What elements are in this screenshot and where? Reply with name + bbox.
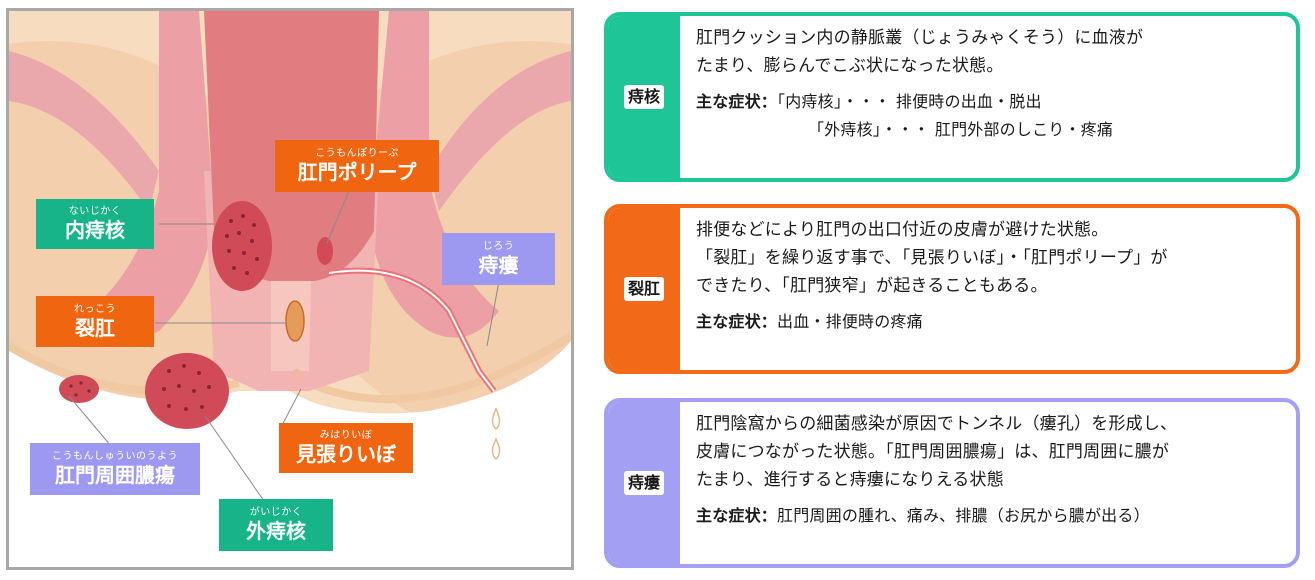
card-hemorrhoid: 痔核 肛門クッション内の静脈叢（じょうみゃくそう）に血液が たまり、膨らんでこぶ…: [604, 12, 1300, 182]
anatomy-illustration: ないじかく 内痔核 こうもんぽりーぷ 肛門ポリープ れっこう 裂肛 じろう 痔瘻…: [6, 8, 574, 570]
card-hemorrhoid-body: 肛門クッション内の静脈叢（じょうみゃくそう）に血液が たまり、膨らんでこぶ状にな…: [696, 24, 1286, 144]
symptom-label: 主な症状：: [696, 506, 778, 525]
external-hemorrhoid-dots: [162, 364, 211, 411]
right-levator-muscle: [369, 11, 499, 338]
card-anal-fissure-line: 排便などにより肛門の出口付近の皮膚が避けた状態。: [696, 220, 1109, 240]
pus-drop-1: [491, 407, 501, 430]
name-internal-hemorrhoid: 内痔核: [65, 218, 125, 242]
card-anal-fissure: 裂肛 排便などにより肛門の出口付近の皮膚が避けた状態。 「裂肛」を繰り返す事で、…: [604, 204, 1300, 374]
symptom-text: 「内痔核」・・・ 排便時の出血・脱出: [777, 92, 1042, 111]
symptom-text: 肛門周囲の腫れ、痛み、排膿（お尻から膿が出る）: [777, 506, 1150, 525]
card-anal-fissure-symptoms: 主な症状：出血・排便時の疼痛: [696, 308, 1286, 336]
perianal-abscess-shape: [59, 375, 99, 403]
anal-fissure-shape: [285, 300, 305, 342]
symptom-label: 主な症状：: [696, 312, 778, 331]
card-anal-fistula-tag: 痔瘻: [623, 471, 664, 495]
card-anal-fissure-tag: 裂肛: [623, 277, 664, 301]
label-external-hemorrhoid: がいじかく 外痔核: [219, 499, 333, 551]
name-anal-polyp: 肛門ポリープ: [297, 160, 417, 184]
external-hemorrhoid-shape: [145, 353, 229, 429]
left-pelvic-wall: [9, 51, 159, 211]
card-anal-fissure-body: 排便などにより肛門の出口付近の皮膚が避けた状態。 「裂肛」を繰り返す事で、「見張…: [696, 216, 1286, 336]
card-anal-fistula-body: 肛門陰窩からの細菌感染が原因でトンネル（瘻孔）を形成し、 皮膚につながった状態。…: [696, 410, 1286, 530]
card-anal-fistula-line: たまり、進行すると痔瘻になりえる状態: [696, 470, 1004, 490]
name-perianal-abscess: 肛門周囲膿瘍: [55, 463, 175, 487]
card-anal-fistula-symptoms: 主な症状：肛門周囲の腫れ、痛み、排膿（お尻から膿が出る）: [696, 502, 1286, 530]
name-anal-fistula: 痔瘻: [478, 253, 519, 277]
pus-drop-2: [491, 437, 501, 460]
card-anal-fissure-line: できたり、「肛門狭窄」が起きることもある。: [696, 276, 1048, 296]
ruby-skin-tag: みはりいぼ: [319, 430, 373, 441]
symptom-label: 主な症状：: [696, 92, 778, 111]
label-anal-fistula: じろう 痔瘻: [442, 233, 555, 285]
ruby-anal-fistula: じろう: [482, 241, 515, 252]
label-skin-tag: みはりいぼ 見張りいぼ: [279, 423, 413, 473]
label-anal-polyp: こうもんぽりーぷ 肛門ポリープ: [275, 140, 439, 192]
label-anal-fissure: れっこう 裂肛: [36, 296, 154, 347]
name-external-hemorrhoid: 外痔核: [246, 519, 306, 543]
fistula-tract-inner: [328, 269, 495, 392]
left-levator-muscle: [89, 11, 214, 338]
ruby-perianal-abscess: こうもんしゅういのうよう: [52, 451, 178, 462]
ruby-internal-hemorrhoid: ないじかく: [68, 206, 122, 217]
card-anal-fistula-line: 肛門陰窩からの細菌感染が原因でトンネル（瘻孔）を形成し、: [696, 414, 1178, 434]
card-hemorrhoid-line: たまり、膨らんでこぶ状になった状態。: [696, 56, 1004, 76]
label-perianal-abscess: こうもんしゅういのうよう 肛門周囲膿瘍: [30, 443, 200, 495]
card-anal-fistula: 痔瘻 肛門陰窩からの細菌感染が原因でトンネル（瘻孔）を形成し、 皮膚につながった…: [604, 398, 1300, 568]
ruby-external-hemorrhoid: がいじかく: [249, 507, 303, 518]
name-anal-fissure: 裂肛: [75, 315, 115, 340]
symptom-text: 出血・排便時の疼痛: [777, 312, 923, 331]
card-anal-fistula-line: 皮膚につながった状態。「肛門周囲膿瘍」は、肛門周囲に膿が: [696, 442, 1170, 462]
right-pelvic-wall: [429, 51, 571, 211]
internal-hemorrhoid-dots: [225, 214, 259, 275]
symptom-text: 「外痔核」・・・ 肛門外部のしこり・疼痛: [808, 120, 1114, 139]
label-internal-hemorrhoid: ないじかく 内痔核: [36, 199, 154, 249]
name-skin-tag: 見張りいぼ: [296, 442, 396, 466]
card-anal-fissure-line: 「裂肛」を繰り返す事で、「見張りいぼ」・「肛門ポリープ」が: [696, 248, 1168, 268]
skin-tag-shape: [289, 368, 305, 381]
internal-hemorrhoid-shape: [212, 201, 272, 291]
card-hemorrhoid-line: 肛門クッション内の静脈叢（じょうみゃくそう）に血液が: [696, 28, 1144, 48]
card-anal-fistula-sidebar: 痔瘻: [608, 402, 680, 564]
ruby-anal-fissure: れっこう: [74, 303, 116, 315]
ruby-anal-polyp: こうもんぽりーぷ: [315, 148, 399, 159]
card-anal-fissure-sidebar: 裂肛: [608, 208, 680, 370]
card-hemorrhoid-tag: 痔核: [623, 85, 664, 109]
anal-polyp-shape: [317, 237, 333, 265]
card-hemorrhoid-symptoms: 主な症状：「内痔核」・・・ 排便時の出血・脱出 「外痔核」・・・ 肛門外部のしこ…: [696, 88, 1286, 144]
card-hemorrhoid-sidebar: 痔核: [608, 16, 680, 178]
